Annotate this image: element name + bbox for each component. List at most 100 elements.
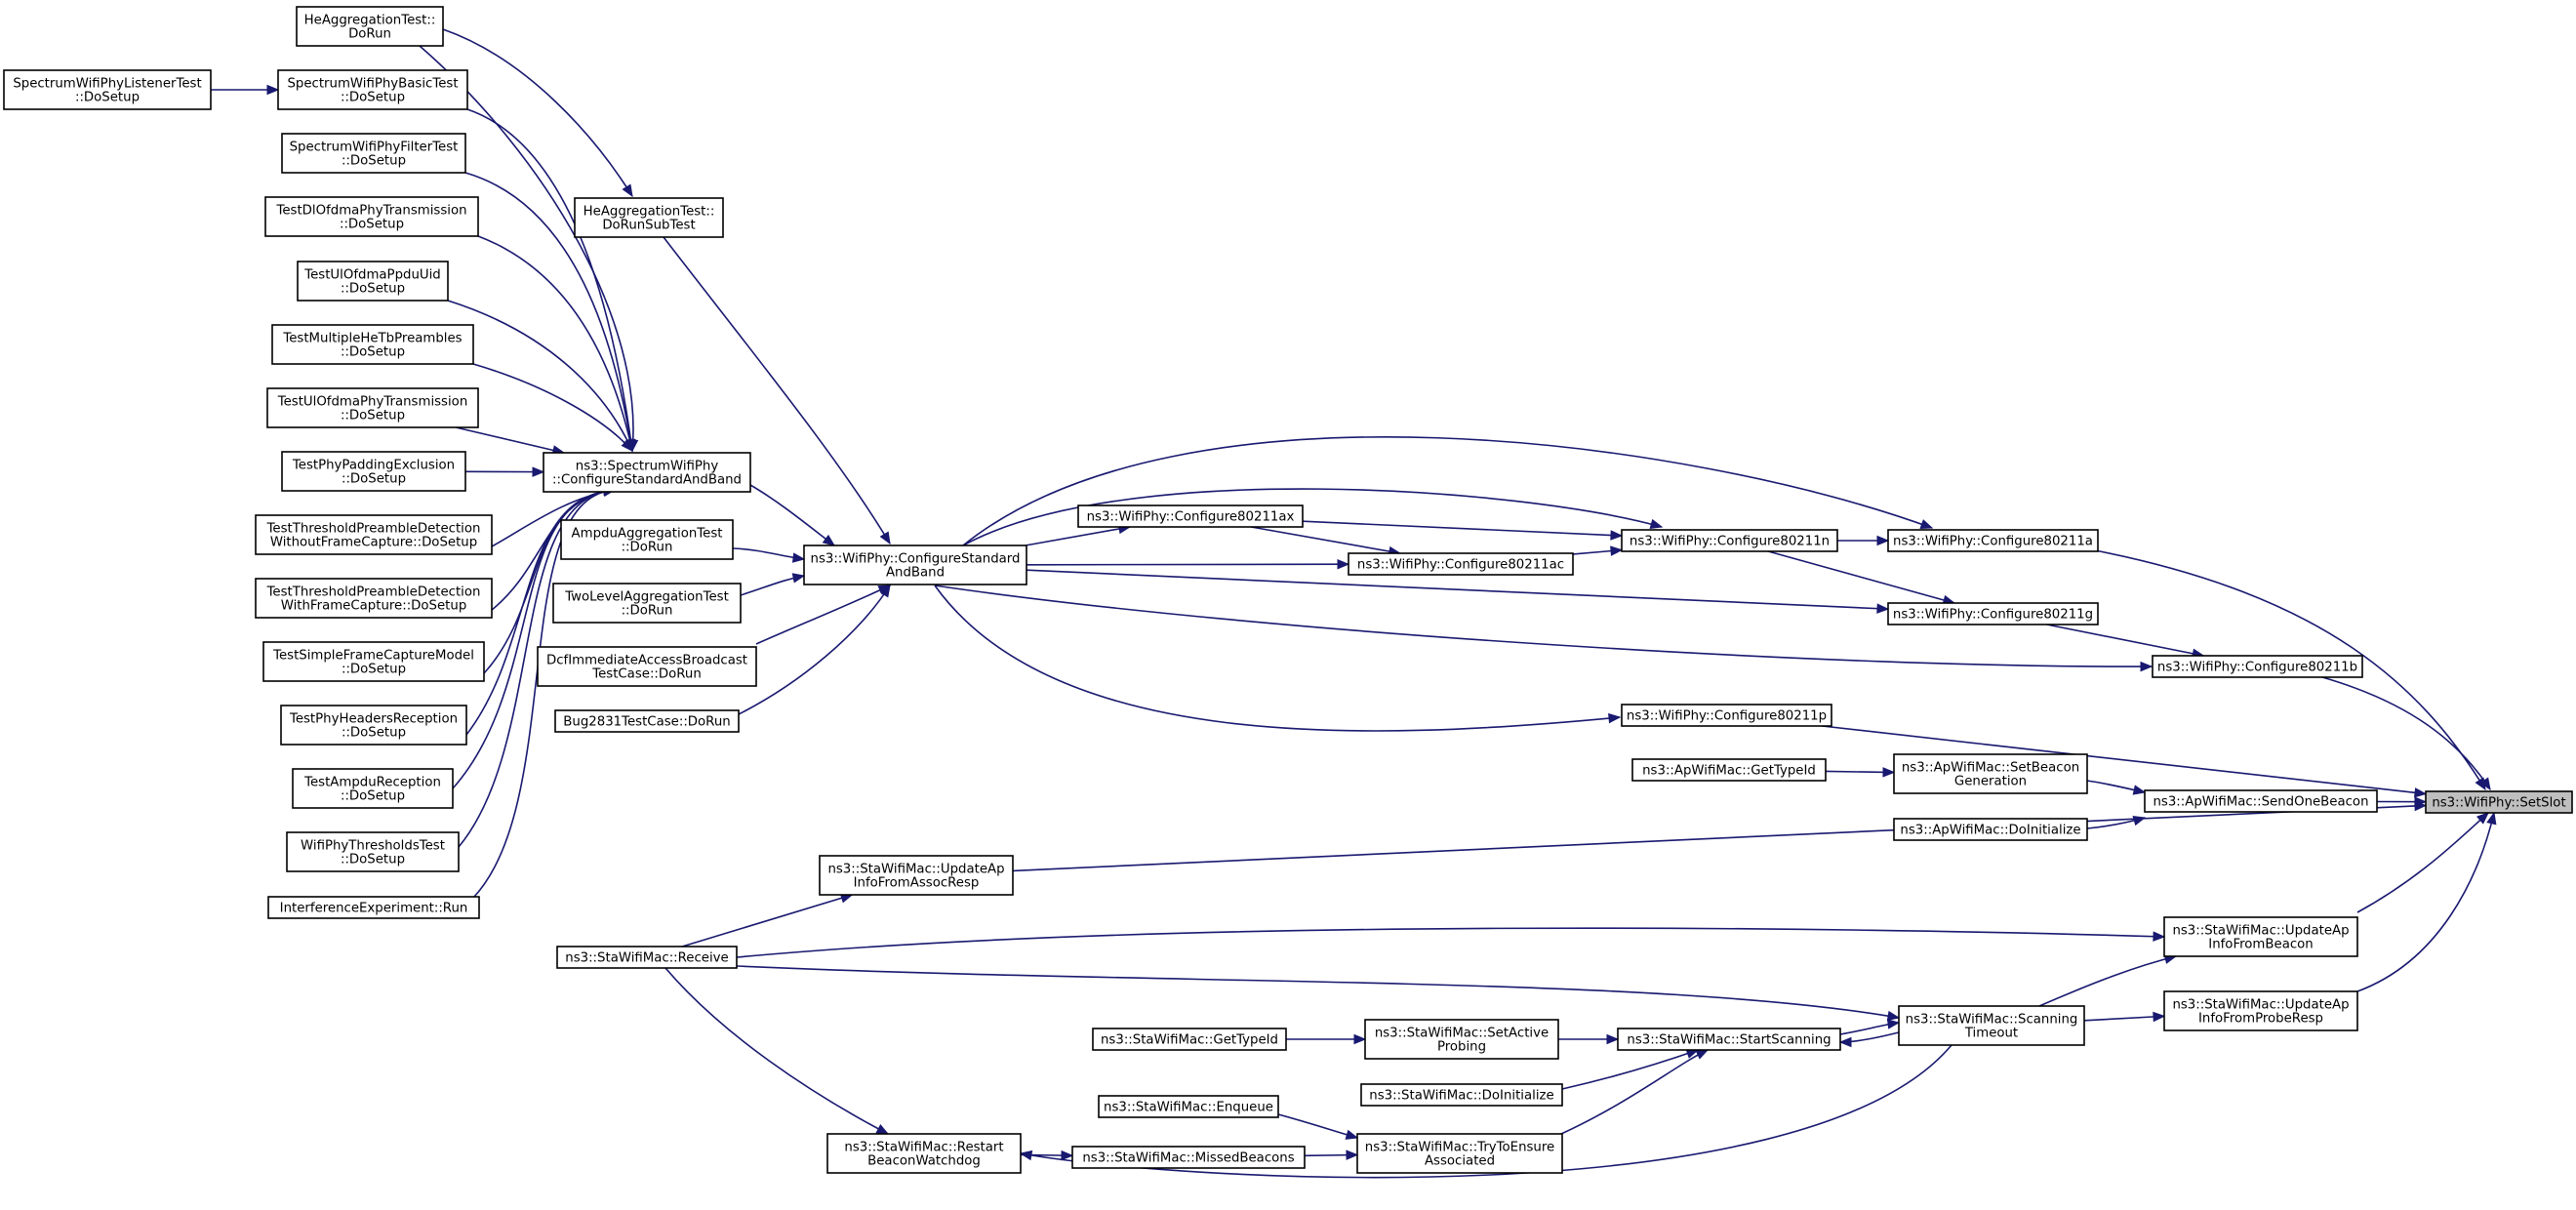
node-label-line: Generation bbox=[1954, 775, 2027, 789]
function-node-testampdurx[interactable]: TestAmpduReception::DoSetup bbox=[292, 768, 454, 809]
node-box bbox=[1887, 602, 2099, 625]
node-label-line: ns3::WifiPhy::SetSlot bbox=[2432, 796, 2565, 811]
function-node-twolevel[interactable]: TwoLevelAggregationTest::DoRun bbox=[552, 583, 742, 624]
edge-line bbox=[1825, 770, 1895, 774]
edge-line bbox=[447, 300, 633, 452]
edge-line bbox=[934, 585, 1621, 732]
edge-line bbox=[1767, 550, 1955, 604]
node-label-line: ns3::ApWifiMac::DoInitialize bbox=[1900, 824, 2080, 838]
node-label-line: DcfImmediateAccessBroadcast bbox=[546, 654, 747, 668]
function-node-bug2831[interactable]: Bug2831TestCase::DoRun bbox=[554, 709, 740, 733]
node-box bbox=[1071, 1146, 1306, 1169]
function-node-startscanning[interactable]: ns3::StaWifiMac::StartScanning bbox=[1617, 1028, 1841, 1051]
function-node-updateap_assoc[interactable]: ns3::StaWifiMac::UpdateApInfoFromAssocRe… bbox=[819, 855, 1014, 896]
edge-line bbox=[1277, 1113, 1358, 1139]
node-box bbox=[296, 6, 444, 47]
function-node-apdoinit[interactable]: ns3::ApWifiMac::DoInitialize bbox=[1893, 818, 2088, 841]
function-node-dcfimm[interactable]: DcfImmediateAccessBroadcastTestCase::DoR… bbox=[537, 646, 757, 687]
node-label-line: ns3::StaWifiMac::GetTypeId bbox=[1101, 1033, 1278, 1048]
function-node-c80211n[interactable]: ns3::WifiPhy::Configure80211n bbox=[1621, 529, 1838, 552]
node-label-line: TestPhyPaddingExclusion bbox=[292, 459, 455, 473]
function-node-c80211p[interactable]: ns3::WifiPhy::Configure80211p bbox=[1621, 704, 1832, 727]
function-node-c80211g[interactable]: ns3::WifiPhy::Configure80211g bbox=[1887, 602, 2099, 625]
node-box bbox=[819, 855, 1014, 896]
function-node-apgettypeid[interactable]: ns3::ApWifiMac::GetTypeId bbox=[1631, 758, 1827, 782]
function-node-testsimplecap[interactable]: TestSimpleFrameCaptureModel::DoSetup bbox=[262, 641, 485, 682]
edge-arrowhead bbox=[1876, 535, 1890, 546]
edge-line bbox=[2046, 624, 2204, 657]
edge-arrowhead bbox=[1606, 1033, 1620, 1045]
function-node-testmulti[interactable]: TestMultipleHeTbPreambles::DoSetup bbox=[271, 324, 474, 365]
function-node-heaggrun[interactable]: HeAggregationTest::DoRun bbox=[296, 6, 444, 47]
function-node-testheaders[interactable]: TestPhyHeadersReception::DoSetup bbox=[280, 705, 467, 746]
node-box bbox=[255, 514, 493, 555]
node-label-line: ::DoSetup bbox=[342, 472, 406, 487]
edge-arrowhead bbox=[1695, 1049, 1710, 1060]
node-label-line: WithoutFrameCapture::DoSetup bbox=[270, 536, 477, 550]
function-node-specbasic[interactable]: SpectrumWifiPhyBasicTest::DoSetup bbox=[277, 69, 468, 110]
edge-line bbox=[736, 965, 1900, 1019]
call-edge-c80211b-to-setslot bbox=[2321, 676, 2491, 791]
edge-line bbox=[663, 236, 891, 544]
function-node-c80211ac[interactable]: ns3::WifiPhy::Configure80211ac bbox=[1348, 552, 1574, 576]
node-label-line: BeaconWatchdog bbox=[867, 1154, 981, 1169]
edge-line bbox=[962, 488, 1663, 546]
function-node-specfilter[interactable]: SpectrumWifiPhyFilterTest::DoSetup bbox=[281, 133, 466, 174]
node-box bbox=[2163, 990, 2358, 1031]
function-node-thresholds[interactable]: WifiPhyThresholdsTest::DoSetup bbox=[286, 831, 460, 872]
function-node-c80211ax[interactable]: ns3::WifiPhy::Configure80211ax bbox=[1077, 504, 1304, 528]
node-label-line: ns3::StaWifiMac::SetActive bbox=[1375, 1027, 1549, 1041]
node-label-line: ns3::WifiPhy::Configure80211a bbox=[1893, 535, 2093, 549]
node-label-line: TestCase::DoRun bbox=[591, 667, 702, 682]
edge-line bbox=[452, 489, 616, 789]
function-node-heaggsub[interactable]: HeAggregationTest::DoRunSubTest bbox=[574, 197, 724, 238]
function-node-sendonebeacon[interactable]: ns3::ApWifiMac::SendOneBeacon bbox=[2144, 789, 2378, 813]
function-node-interference[interactable]: InterferenceExperiment::Run bbox=[267, 896, 480, 919]
function-node-receive[interactable]: ns3::StaWifiMac::Receive bbox=[556, 946, 738, 969]
function-node-testthrwithout[interactable]: TestThresholdPreambleDetectionWithoutFra… bbox=[255, 514, 493, 555]
call-edge-stadoinit-to-startscanning bbox=[1561, 1048, 1700, 1090]
edge-line bbox=[1561, 1049, 1699, 1090]
function-node-testdlofdma[interactable]: TestDlOfdmaPhyTransmission::DoSetup bbox=[264, 196, 479, 237]
function-node-updateap_probe[interactable]: ns3::StaWifiMac::UpdateApInfoFromProbeRe… bbox=[2163, 990, 2358, 1031]
function-node-testpadding[interactable]: TestPhyPaddingExclusion::DoSetup bbox=[281, 451, 466, 492]
edge-line bbox=[477, 235, 633, 452]
function-node-speclistener[interactable]: SpectrumWifiPhyListenerTest::DoSetup bbox=[3, 69, 212, 110]
function-node-cfgband[interactable]: ns3::WifiPhy::ConfigureStandardAndBand bbox=[803, 544, 1027, 585]
function-node-testulofdma[interactable]: TestUlOfdmaPhyTransmission::DoSetup bbox=[266, 387, 479, 428]
function-node-c80211a[interactable]: ns3::WifiPhy::Configure80211a bbox=[1887, 529, 2099, 552]
function-node-ampduagg[interactable]: AmpduAggregationTest::DoRun bbox=[560, 519, 734, 560]
node-box bbox=[277, 69, 468, 110]
node-label-line: Timeout bbox=[1964, 1027, 2018, 1041]
function-node-testthrwith[interactable]: TestThresholdPreambleDetectionWithFrameC… bbox=[255, 578, 493, 619]
node-box bbox=[286, 831, 460, 872]
node-label-line: SpectrumWifiPhyListenerTest bbox=[13, 77, 201, 92]
function-node-enqueue[interactable]: ns3::StaWifiMac::Enqueue bbox=[1098, 1095, 1279, 1118]
call-edge-enqueue-to-tryensure bbox=[1277, 1113, 1359, 1140]
edge-line bbox=[1026, 569, 1889, 610]
edge-arrowhead bbox=[622, 183, 633, 198]
call-edge-testsimplecap-to-spectrumcfg bbox=[483, 485, 617, 674]
node-label-line: ns3::WifiPhy::ConfigureStandard bbox=[811, 552, 1021, 567]
function-node-stadoinit[interactable]: ns3::StaWifiMac::DoInitialize bbox=[1360, 1083, 1563, 1107]
node-box bbox=[2144, 789, 2378, 813]
function-node-testulppdu[interactable]: TestUlOfdmaPpduUid::DoSetup bbox=[297, 261, 449, 302]
current-function-node[interactable]: ns3::WifiPhy::SetSlot bbox=[2425, 790, 2573, 814]
edge-arrowhead bbox=[1919, 519, 1934, 529]
call-edge-updateap_probe-to-setslot bbox=[2356, 811, 2497, 992]
call-edge-receive-to-updateap_assoc bbox=[681, 893, 854, 948]
edge-arrowhead bbox=[1838, 1036, 1852, 1048]
edge-arrowhead bbox=[2140, 661, 2153, 672]
function-node-c80211b[interactable]: ns3::WifiPhy::Configure80211b bbox=[2152, 655, 2363, 678]
node-label-line: TestSimpleFrameCaptureModel bbox=[272, 649, 474, 664]
function-node-stagettypeid[interactable]: ns3::StaWifiMac::GetTypeId bbox=[1092, 1028, 1287, 1051]
function-node-missedbeacons[interactable]: ns3::StaWifiMac::MissedBeacons bbox=[1071, 1146, 1306, 1169]
function-node-spectrumcfg[interactable]: ns3::SpectrumWifiPhy::ConfigureStandardA… bbox=[543, 452, 751, 493]
node-box bbox=[803, 544, 1027, 585]
